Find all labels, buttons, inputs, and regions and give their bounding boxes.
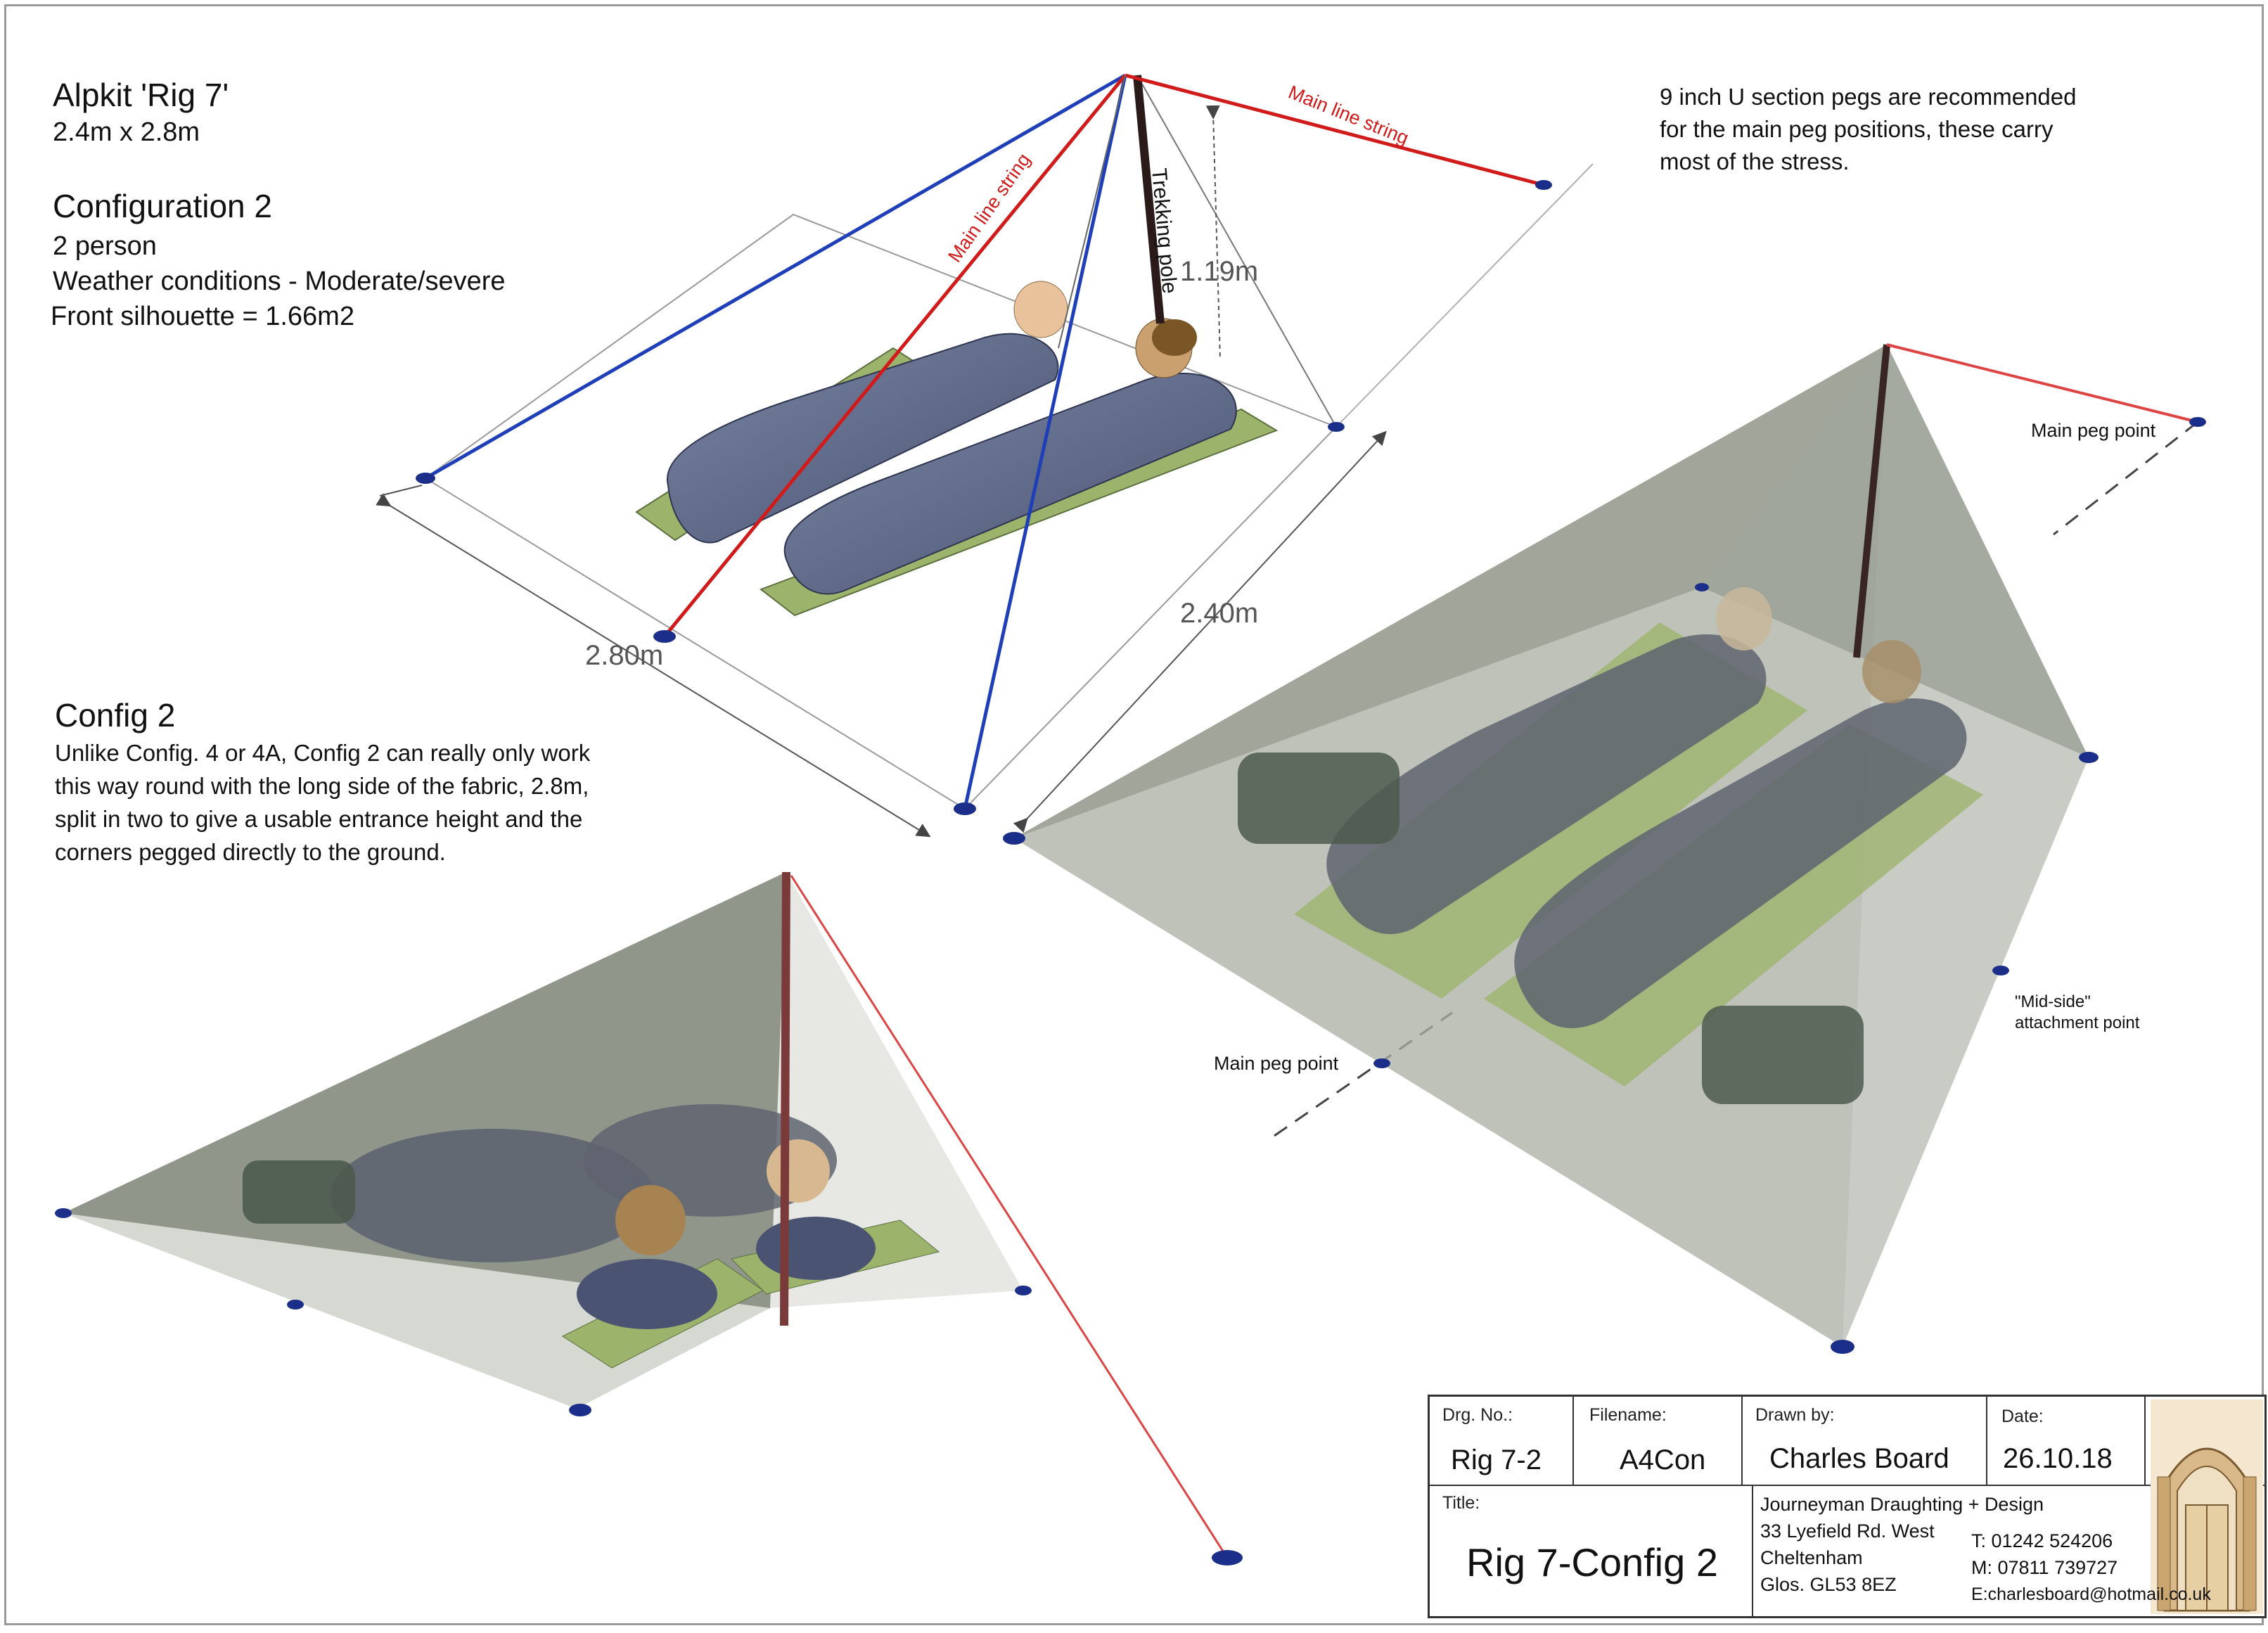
peg-point xyxy=(287,1300,304,1309)
config-description: Unlike Config. 4 or 4A, Config 2 can rea… xyxy=(55,740,591,865)
tarp-panel xyxy=(770,872,1023,1308)
peg-point xyxy=(416,473,435,484)
peg-point xyxy=(653,630,676,643)
person-head xyxy=(1716,587,1772,651)
peg-point xyxy=(1003,832,1025,845)
mid-side-label-line1: "Mid-side" xyxy=(2015,992,2091,1011)
main-peg-label-right: Main peg point xyxy=(2031,420,2156,441)
red-main-line xyxy=(1886,343,2198,423)
peg-point xyxy=(1328,422,1345,432)
peg-point xyxy=(1831,1340,1854,1354)
sleeping-bag xyxy=(577,1259,717,1329)
person-head xyxy=(1862,640,1921,703)
drg-no-cell: Drg. No.: Rig 7-2 xyxy=(1430,1397,1574,1485)
title-block: Drg. No.: Rig 7-2 Filename: A4Con Drawn … xyxy=(1428,1395,2267,1618)
peg-point xyxy=(55,1208,72,1218)
company-name: Journeyman Draughting + Design xyxy=(1760,1494,2044,1515)
config-heading: Config 2 xyxy=(55,697,176,734)
front-silhouette: Front silhouette = 1.66m2 xyxy=(51,302,354,331)
product-size: 2.4m x 2.8m xyxy=(53,117,200,147)
doorway-logo-icon xyxy=(2151,1400,2263,1614)
main-peg-label-left: Main peg point xyxy=(1214,1053,1339,1074)
address-line3: Glos. GL53 8EZ xyxy=(1760,1574,1897,1595)
length-dimension-label: 2.80m xyxy=(585,640,664,671)
peg-point xyxy=(1212,1550,1243,1565)
main-line-label-right: Main line string xyxy=(1286,82,1412,149)
backpack xyxy=(243,1160,355,1224)
drawing-title: Rig 7-Config 2 xyxy=(1466,1540,1718,1584)
peg-point xyxy=(569,1404,591,1416)
mobile: M: 07811 739727 xyxy=(1971,1557,2118,1578)
product-title: Alpkit 'Rig 7' xyxy=(53,77,229,113)
mid-side-label: "Mid-side" attachment point xyxy=(2015,992,2184,1034)
mid-side-label-line2: attachment point xyxy=(2015,1013,2140,1032)
peg-point xyxy=(1695,583,1709,591)
person-head xyxy=(615,1185,686,1255)
person-head xyxy=(767,1139,830,1203)
peg-note-line3: most of the stress. xyxy=(1660,148,1850,174)
drg-no-label: Drg. No.: xyxy=(1442,1405,1513,1425)
filename-label: Filename: xyxy=(1589,1405,1667,1425)
peg-point xyxy=(1373,1058,1390,1068)
drawn-by-label: Drawn by: xyxy=(1755,1405,1835,1425)
persons: 2 person xyxy=(53,231,157,261)
peg-point xyxy=(1535,180,1552,190)
width-dimension-label: 2.40m xyxy=(1180,598,1259,629)
company-address: Journeyman Draughting + Design 33 Lyefie… xyxy=(1760,1492,2211,1618)
peg-point xyxy=(1015,1286,1032,1295)
red-main-line xyxy=(1125,73,1544,187)
width-dimension xyxy=(1013,430,1387,833)
person-head xyxy=(1013,281,1068,338)
trekking-pole xyxy=(1133,75,1165,324)
height-dimension-label: 1.19m xyxy=(1180,256,1259,287)
address-line2: Cheltenham xyxy=(1760,1547,1863,1568)
drawn-by-value: Charles Board xyxy=(1769,1443,1949,1474)
peg-point xyxy=(2189,417,2206,427)
right-view xyxy=(1003,343,2206,1354)
trekking-pole xyxy=(1853,344,1890,658)
email: E:charlesboard@hotmail.co.uk xyxy=(1971,1584,2211,1604)
sleeping-bag xyxy=(1326,634,1767,935)
filename-cell: Filename: A4Con xyxy=(1574,1397,1743,1485)
length-dimension xyxy=(376,493,931,838)
filename-value: A4Con xyxy=(1620,1445,1706,1475)
top-view xyxy=(376,73,1594,838)
trekking-pole xyxy=(780,871,790,1326)
configuration-title: Configuration 2 xyxy=(53,188,272,224)
date-label: Date: xyxy=(2001,1407,2044,1426)
peg-note-line2: for the main peg positions, these carry xyxy=(1660,116,2054,142)
peg-point xyxy=(2079,752,2099,763)
backpack xyxy=(1702,1006,1864,1104)
backpack xyxy=(1238,753,1399,844)
peg-point xyxy=(954,802,976,815)
peg-point xyxy=(1992,966,2009,975)
height-dimension xyxy=(1205,105,1221,359)
front-view xyxy=(55,871,1243,1565)
sleeping-bag xyxy=(756,1217,876,1280)
main-line-label-left: Main line string xyxy=(944,149,1034,266)
title-cell: Title: Rig 7-Config 2 xyxy=(1430,1485,1753,1618)
sleeping-bag xyxy=(1514,698,1967,1028)
sleeping-bag xyxy=(331,1129,654,1262)
drg-no-value: Rig 7-2 xyxy=(1451,1445,1542,1475)
weather-conditions: Weather conditions - Moderate/severe xyxy=(53,267,506,296)
address-line1: 33 Lyefield Rd. West xyxy=(1760,1520,1935,1542)
sheet-border xyxy=(4,4,2264,1625)
peg-note-line1: 9 inch U section pegs are recommended xyxy=(1660,84,2077,110)
red-main-line xyxy=(790,875,1229,1558)
date-cell: Date: 26.10.18 xyxy=(1987,1397,2146,1485)
title-label: Title: xyxy=(1442,1493,1480,1513)
drawn-by-cell: Drawn by: Charles Board xyxy=(1743,1397,1987,1485)
phone: T: 01242 524206 xyxy=(1971,1530,2113,1551)
date-value: 26.10.18 xyxy=(2003,1443,2113,1474)
blue-guy-line xyxy=(424,73,1127,480)
